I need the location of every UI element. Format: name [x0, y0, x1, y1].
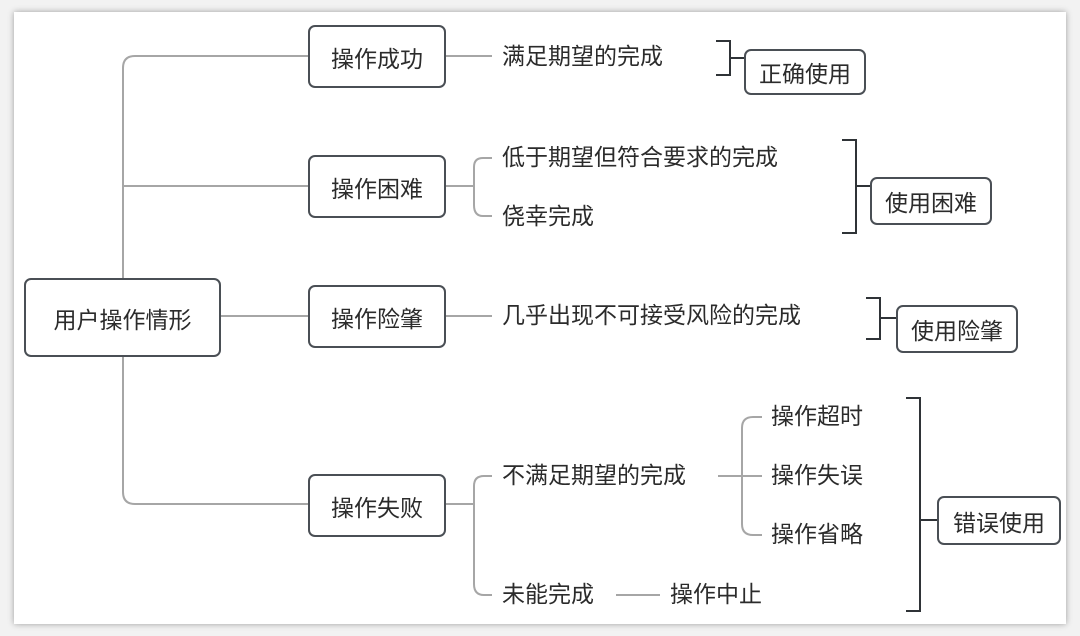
connector-branch-difficulty [445, 157, 492, 217]
connector-branch-failure [445, 475, 492, 596]
bracket-use-nearmiss [866, 297, 897, 340]
bracket-correct-use [716, 40, 745, 76]
outcome-unmet-expectation[interactable]: 不满足期望的完成 [502, 463, 686, 489]
branch-node-success[interactable]: 操作成功 [308, 25, 446, 88]
outcome-near-unacceptable-risk[interactable]: 几乎出现不可接受风险的完成 [502, 303, 801, 329]
leaf-timeout[interactable]: 操作超时 [771, 404, 863, 430]
category-correct-use[interactable]: 正确使用 [744, 49, 866, 95]
category-use-nearmiss[interactable]: 使用险肇 [896, 305, 1018, 353]
branch-node-difficulty[interactable]: 操作困难 [308, 155, 446, 218]
branch-node-nearmiss[interactable]: 操作险肇 [308, 285, 446, 348]
outcome-not-completed[interactable]: 未能完成 [502, 582, 594, 608]
leaf-omission[interactable]: 操作省略 [771, 522, 863, 548]
leaf-mistake[interactable]: 操作失误 [771, 463, 863, 489]
outcome-below-expectation[interactable]: 低于期望但符合要求的完成 [502, 145, 778, 171]
bracket-use-difficulty [842, 139, 871, 234]
category-misuse[interactable]: 错误使用 [937, 496, 1061, 545]
outcome-meets-expectation[interactable]: 满足期望的完成 [502, 44, 663, 70]
branch-node-failure[interactable]: 操作失败 [308, 474, 446, 537]
outcome-lucky-completion[interactable]: 侥幸完成 [502, 204, 594, 230]
bracket-misuse [906, 397, 938, 612]
connector-root-trunk [122, 55, 309, 505]
connector-unmet-children [718, 416, 762, 536]
leaf-abort[interactable]: 操作中止 [670, 582, 762, 608]
category-use-difficulty[interactable]: 使用困难 [870, 177, 992, 225]
root-node[interactable]: 用户操作情形 [24, 278, 221, 357]
